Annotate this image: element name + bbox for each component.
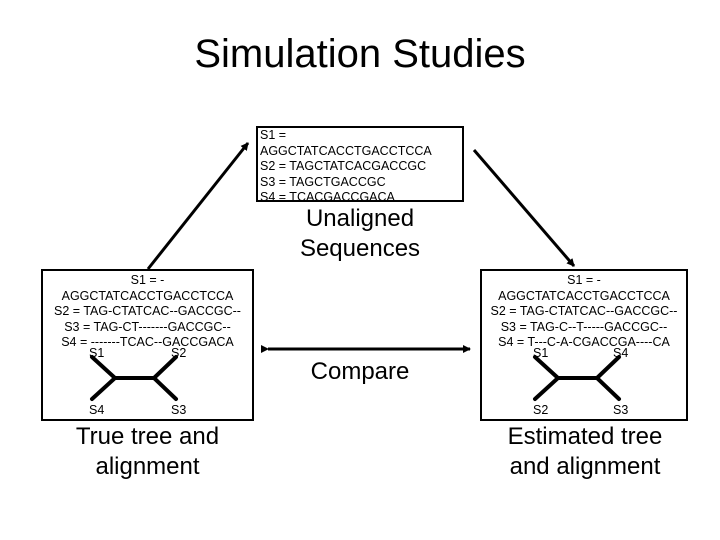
true-seq-line: S1 = - [130, 273, 165, 287]
unaligned-sequences-box: S1 = AGGCTATCACCTGACCTCCA S2 = TAGCTATCA… [256, 126, 464, 202]
slide-title: Simulation Studies [194, 32, 526, 76]
true-tree-branch-s2 [152, 355, 178, 380]
estimated-caption-line: Estimated tree [507, 423, 663, 450]
unaligned-seq-line: S4 = TCACGACCGACA [260, 190, 395, 202]
true-seq-line: S2 = TAG-CTATCAC--GACCGC-- [54, 304, 241, 318]
unaligned-seq-line: S1 = [260, 128, 287, 142]
estimated-caption-line: and alignment [509, 453, 661, 480]
arrow-to-unaligned [146, 142, 250, 270]
true-tree [90, 355, 178, 401]
true-alignment-box: S1 = - AGGCTATCACCTGACCTCCA S2 = TAG-CTA… [41, 269, 254, 421]
unaligned-label-line: Unaligned [305, 205, 415, 232]
estimated-seq-line: S1 = - [567, 273, 601, 287]
true-caption-line: True tree and [75, 423, 220, 450]
unaligned-seq-line: AGGCTATCACCTGACCTCCA [260, 143, 432, 158]
true-tree-branch-s1 [90, 355, 117, 380]
estimated-seq-line: S2 = TAG-CTATCAC--GACCGC-- [490, 304, 678, 318]
unaligned-seq-line: S2 = TAGCTATCACGACCGC [260, 159, 427, 173]
estimated-leaf-bottom-right: S3 [613, 403, 629, 417]
true-leaf-bottom-left: S4 [89, 403, 105, 417]
estimated-tree [533, 355, 621, 401]
unaligned-seq-line: S3 = TAGCTGACCGC [260, 174, 386, 189]
true-seq-line: S3 = TAG-CT-------GACCGC-- [64, 319, 231, 334]
unaligned-label: Unaligned Sequences [260, 204, 460, 264]
true-caption: True tree and alignment [30, 422, 265, 482]
true-seq-line: AGGCTATCACCTGACCTCCA [61, 288, 234, 303]
compare-label: Compare [310, 358, 410, 385]
estimated-seq-line: S3 = TAG-C--T-----GACCGC-- [500, 319, 668, 334]
true-tree-branch-s4 [90, 376, 117, 401]
true-leaf-bottom-right: S3 [171, 403, 187, 417]
estimated-tree-branch-s3 [595, 376, 621, 401]
estimated-seq-line: S4 = T---C-A-CGACCGA----CA [498, 335, 670, 349]
estimated-tree-branch-s1 [533, 355, 560, 380]
estimated-seq-line: AGGCTATCACCTGACCTCCA [498, 288, 670, 303]
estimated-caption: Estimated tree and alignment [470, 422, 700, 482]
estimated-leaf-bottom-left: S2 [533, 403, 549, 417]
estimated-tree-branch-s2 [533, 376, 560, 401]
unaligned-label-line: Sequences [299, 235, 421, 262]
arrow-to-estimated [472, 149, 576, 267]
true-tree-branch-s3 [152, 376, 178, 401]
true-seq-line: S4 = -------TCAC--GACCGACA [61, 335, 234, 349]
true-caption-line: alignment [95, 453, 200, 480]
estimated-tree-branch-s4 [595, 355, 621, 380]
